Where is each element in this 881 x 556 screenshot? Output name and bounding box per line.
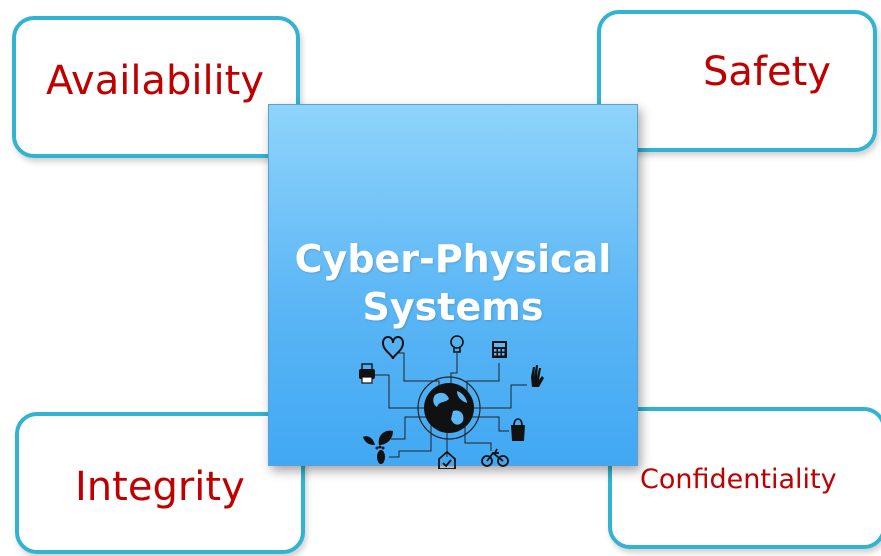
shopping-bag-icon bbox=[511, 418, 525, 441]
footprint-icon bbox=[375, 445, 385, 464]
integrity-box: Integrity bbox=[15, 412, 305, 554]
integrity-label: Integrity bbox=[75, 464, 245, 510]
bicycle-icon bbox=[481, 448, 509, 467]
house-check-icon bbox=[438, 450, 456, 469]
calculator-icon bbox=[492, 341, 507, 358]
confidentiality-label: Confidentiality bbox=[640, 463, 837, 495]
printer-icon bbox=[359, 363, 375, 384]
center-title: Cyber-Physical Systems bbox=[269, 235, 637, 331]
availability-box: Availability bbox=[12, 16, 300, 158]
heart-icon bbox=[381, 336, 405, 360]
confidentiality-box: Confidentiality bbox=[608, 407, 881, 549]
safety-box: Safety bbox=[597, 10, 877, 152]
hand-icon bbox=[531, 365, 544, 387]
lightbulb-icon bbox=[450, 335, 464, 353]
globe-icon bbox=[424, 383, 474, 433]
safety-label: Safety bbox=[703, 49, 831, 95]
center-title-line-2: Systems bbox=[362, 285, 544, 329]
iot-network-graphic bbox=[359, 335, 544, 469]
center-title-line-1: Cyber-Physical bbox=[294, 237, 612, 281]
leaf-icon bbox=[363, 430, 393, 445]
availability-label: Availability bbox=[46, 58, 265, 104]
cyber-physical-systems-square: Cyber-Physical Systems bbox=[268, 104, 638, 469]
